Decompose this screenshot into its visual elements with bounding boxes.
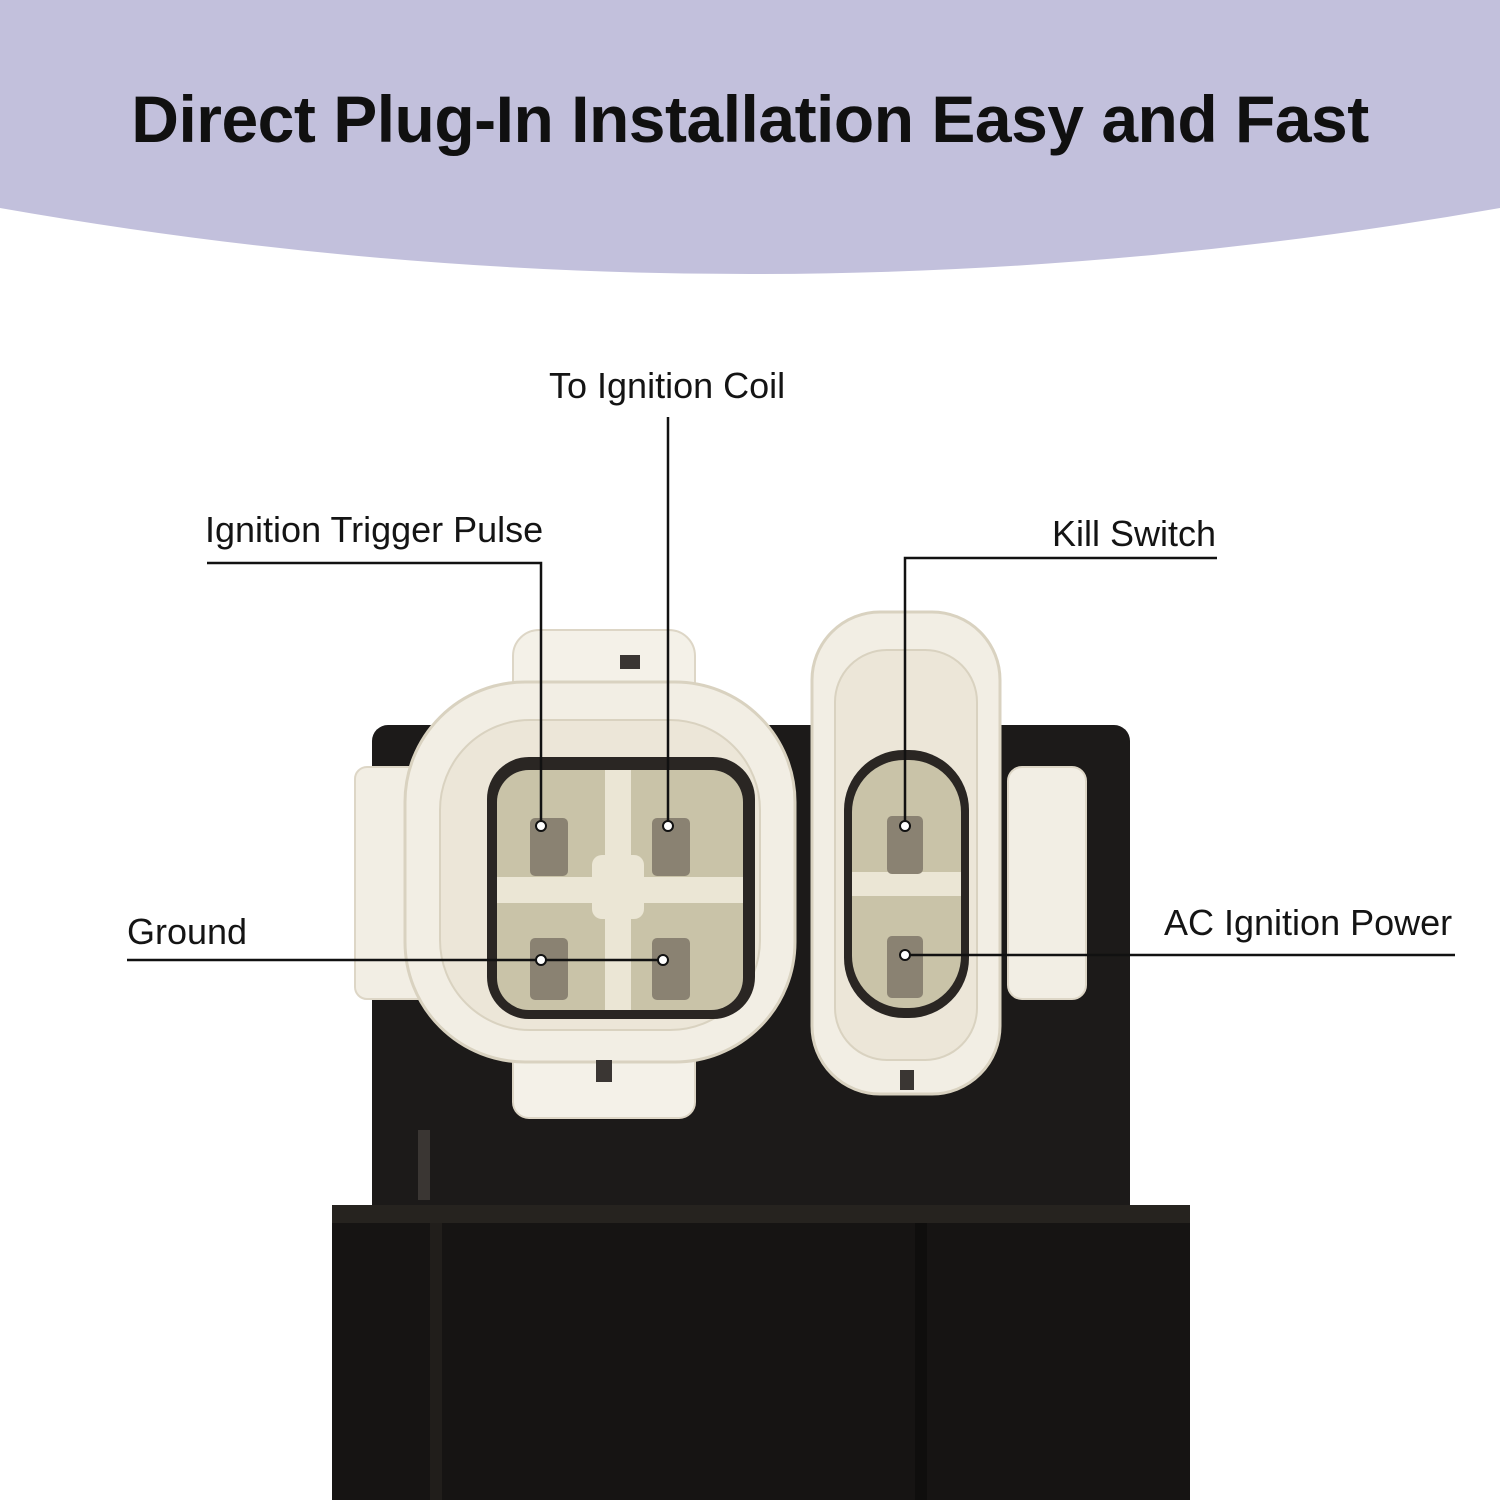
leader-kill-switch	[903, 556, 1217, 826]
pin-ac-power-marker	[899, 949, 911, 961]
pin-ground-left-marker	[535, 954, 547, 966]
pin-trigger-marker	[535, 820, 547, 832]
label-ac-ignition-power: AC Ignition Power	[1164, 902, 1453, 943]
label-kill-switch: Kill Switch	[1052, 513, 1217, 554]
header-banner	[0, 0, 1500, 274]
leader-ignition-trigger-pulse	[207, 561, 543, 826]
pin-kill-marker	[899, 820, 911, 832]
page-title: Direct Plug-In Installation Easy and Fas…	[131, 82, 1369, 156]
pin-markers	[535, 820, 911, 966]
pin-coil-marker	[662, 820, 674, 832]
label-ground: Ground	[127, 911, 248, 952]
connector-terminals	[530, 816, 923, 1000]
pin-ground-right-marker	[657, 954, 669, 966]
two-pin-connector	[810, 610, 1087, 1096]
label-to-ignition-coil: To Ignition Coil	[549, 365, 786, 406]
banner-shape	[0, 0, 1500, 274]
callout-leader-lines	[127, 417, 1455, 962]
label-ignition-trigger-pulse: Ignition Trigger Pulse	[205, 509, 544, 550]
